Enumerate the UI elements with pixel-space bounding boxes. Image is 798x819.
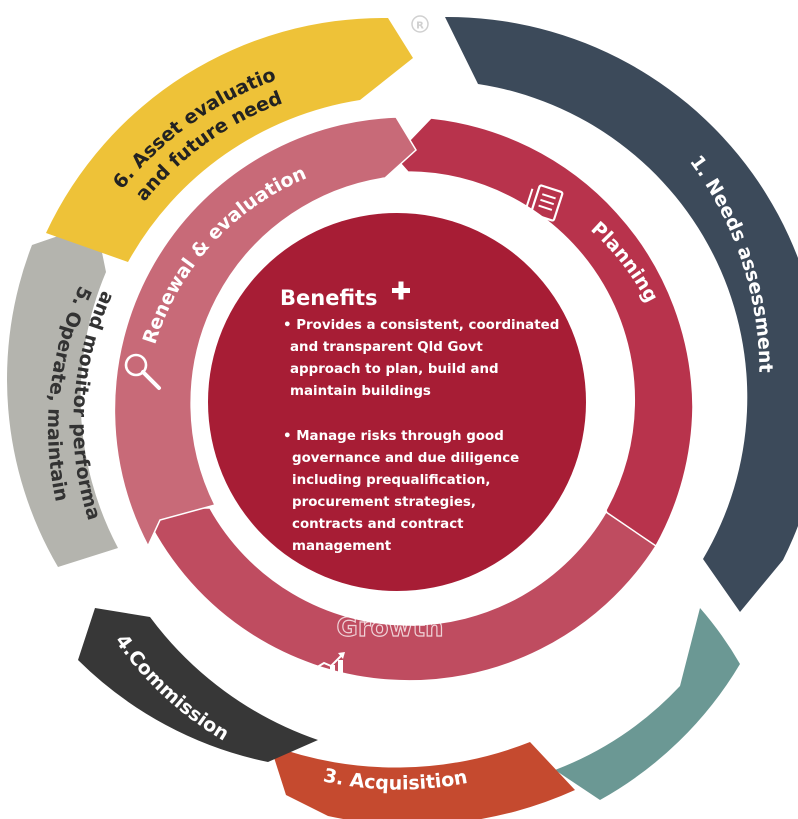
- commission-arrow: [78, 608, 318, 762]
- registered-mark-icon: R: [411, 15, 429, 33]
- benefit-line: contracts and contract: [292, 517, 464, 532]
- magnifier-icon: [124, 353, 161, 390]
- svg-text:R: R: [416, 21, 424, 32]
- plus-icon: [392, 281, 410, 300]
- growth-ring-label: Growth: [354, 697, 433, 723]
- benefit-bullet-2: • Manage risks through good governance a…: [283, 429, 519, 554]
- needs-assessment-arrow: [445, 16, 798, 612]
- benefit-line: • Provides a consistent, coordinated: [283, 318, 559, 333]
- benefit-line: management: [292, 539, 392, 554]
- asset-evaluation-arrow: [46, 17, 413, 263]
- acquisition-arrow: [270, 742, 575, 819]
- benefit-line: maintain buildings: [290, 384, 431, 399]
- benefit-line: and transparent Qld Govt: [290, 340, 483, 355]
- benefits-circle: [208, 213, 586, 591]
- asset-evaluation-label-line1: 6. Asset evaluation: [0, 0, 279, 193]
- operate-arrow: [7, 223, 118, 567]
- benefit-line: governance and due diligence: [292, 451, 519, 466]
- renewal-ring-segment: [113, 116, 417, 548]
- planning-outer-arrow: [555, 608, 740, 800]
- benefit-line: approach to plan, build and: [290, 362, 499, 377]
- growth-ring-segment: [141, 507, 658, 682]
- benefit-line: • Manage risks through good: [283, 429, 504, 444]
- benefit-line: including prequalification,: [292, 473, 490, 488]
- bar-chart-growth-icon: [313, 652, 345, 687]
- benefit-line: procurement strategies,: [292, 495, 476, 510]
- benefits-title: Benefits: [280, 286, 378, 310]
- document-list-icon: [521, 184, 564, 226]
- benefit-bullet-1: • Provides a consistent, coordinated and…: [283, 318, 559, 399]
- growth-ghost-label: Growth: [337, 613, 444, 643]
